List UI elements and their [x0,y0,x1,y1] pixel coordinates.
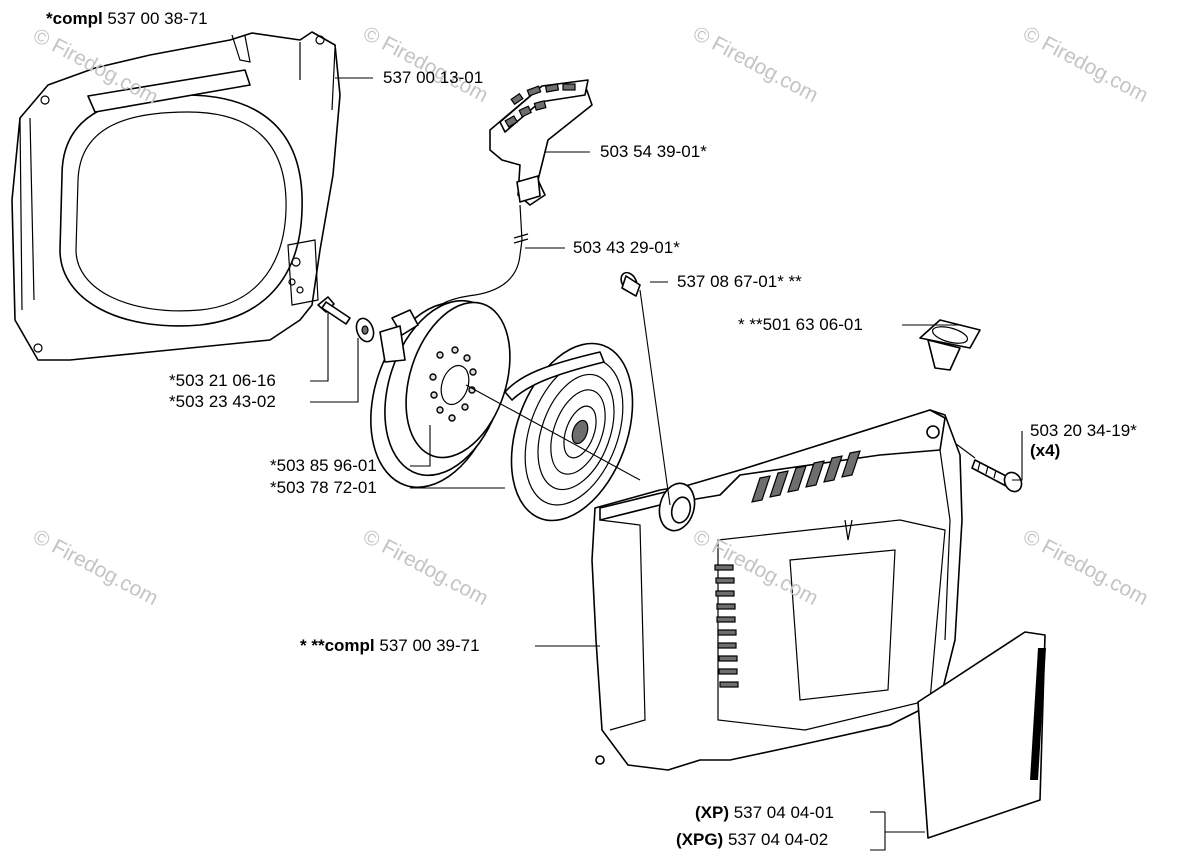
starter-handle [489,79,593,206]
center-screw [317,296,351,325]
pulley-axis-line [465,384,641,481]
bushing [620,271,641,297]
label-starter-cover-compl: * **compl 537 00 39-71 [300,636,480,655]
grommet [919,319,981,371]
label-washer: *503 23 43-02 [169,392,276,411]
label-decal-xpg: (XPG) 537 04 04-02 [676,830,829,849]
label-fan-housing-compl: *compl 537 00 38-71 [46,9,208,28]
cover-vent-slots-side [714,564,739,688]
label-decal-xp: (XP) 537 04 04-01 [695,803,834,822]
label-grommet: * **501 63 06-01 [738,315,863,334]
label-cover-screw: 503 20 34-19* [1030,421,1137,440]
recoil-spring [504,342,634,522]
label-starter-rope: 503 43 29-01* [573,238,680,257]
label-rope-pulley: *503 85 96-01 [270,456,377,475]
leader-lines [310,77,1023,851]
cover-screw [971,459,1023,493]
starter-rope [424,204,523,319]
label-bushing: 537 08 67-01* ** [677,272,802,291]
fan-housing [11,31,341,361]
cover-vent-slots-top [751,450,861,503]
label-screw-center: *503 21 06-16 [169,371,276,390]
decal [917,631,1046,839]
bushing-axis-line [639,289,671,506]
washer [355,317,375,343]
label-fan-housing: 537 00 13-01 [383,68,484,87]
label-recoil-spring: *503 78 72-01 [270,478,377,497]
rope-pulley [370,299,511,489]
starter-rope-break [513,233,529,244]
label-cover-screw-qty: (x4) [1030,441,1061,460]
label-starter-handle: 503 54 39-01* [600,142,707,161]
